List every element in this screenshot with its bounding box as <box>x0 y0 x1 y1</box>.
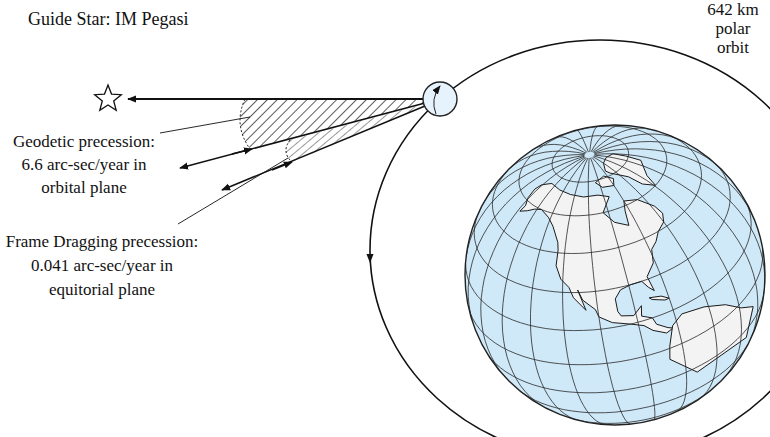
meridian-line <box>595 149 755 220</box>
geodetic-arrow <box>180 103 425 168</box>
continents <box>520 154 753 372</box>
orbit-direction-arrow <box>370 244 371 262</box>
meridian-line <box>591 158 655 420</box>
parallel-line <box>474 164 730 293</box>
meridian-line <box>592 128 650 152</box>
meridian-line <box>481 157 585 377</box>
ocean <box>465 125 765 425</box>
frame-dragging-arrow <box>222 106 425 190</box>
geodetic-arrow-back-head <box>232 149 252 154</box>
parallel-line <box>569 389 714 424</box>
geodetic-arc <box>240 99 250 149</box>
orbit-label: 642 km polar orbit <box>700 0 766 57</box>
globe-outline <box>465 125 765 425</box>
guide-star <box>95 85 122 110</box>
earth-globe <box>465 125 765 425</box>
parallel-line <box>466 201 752 330</box>
geodetic-label: Geodetic precession: 6.6 arc-sec/year in… <box>8 130 160 199</box>
leader-line <box>178 158 288 224</box>
meridian-line <box>531 158 587 420</box>
meridian-line <box>592 157 687 411</box>
parallel-line <box>519 126 667 216</box>
meridian-line <box>534 144 586 153</box>
meridian-line <box>594 156 742 376</box>
meridian-line <box>556 137 587 153</box>
meridian-line <box>468 156 584 322</box>
meridian-line <box>593 157 717 399</box>
parallel-line <box>487 292 764 393</box>
leader-line <box>160 117 250 133</box>
meridian-line <box>588 158 630 424</box>
meridian-line <box>593 134 683 152</box>
meridian-line <box>594 142 719 168</box>
meridian-line <box>502 158 585 406</box>
meridian-line <box>466 155 584 257</box>
lat-long-grid <box>466 125 765 425</box>
gyroscope-spin-arrow <box>434 86 440 114</box>
meridian-line <box>563 158 607 425</box>
land-mass <box>520 184 673 334</box>
meridian-line <box>508 151 585 170</box>
gyroscope <box>423 82 457 116</box>
parallel-line <box>469 248 763 364</box>
meridian-line <box>482 155 584 206</box>
land-mass <box>649 296 669 300</box>
orbit-path <box>370 40 770 437</box>
meridian-line <box>595 154 765 284</box>
guide-star-arrow <box>128 98 423 100</box>
guide-star-label: Guide Star: IM Pegasi <box>28 8 268 30</box>
frame-dragging-label: Frame Dragging precession: 0.041 arc-sec… <box>2 230 202 302</box>
frame-dragging-wedge <box>286 104 425 162</box>
meridian-line <box>590 126 599 152</box>
